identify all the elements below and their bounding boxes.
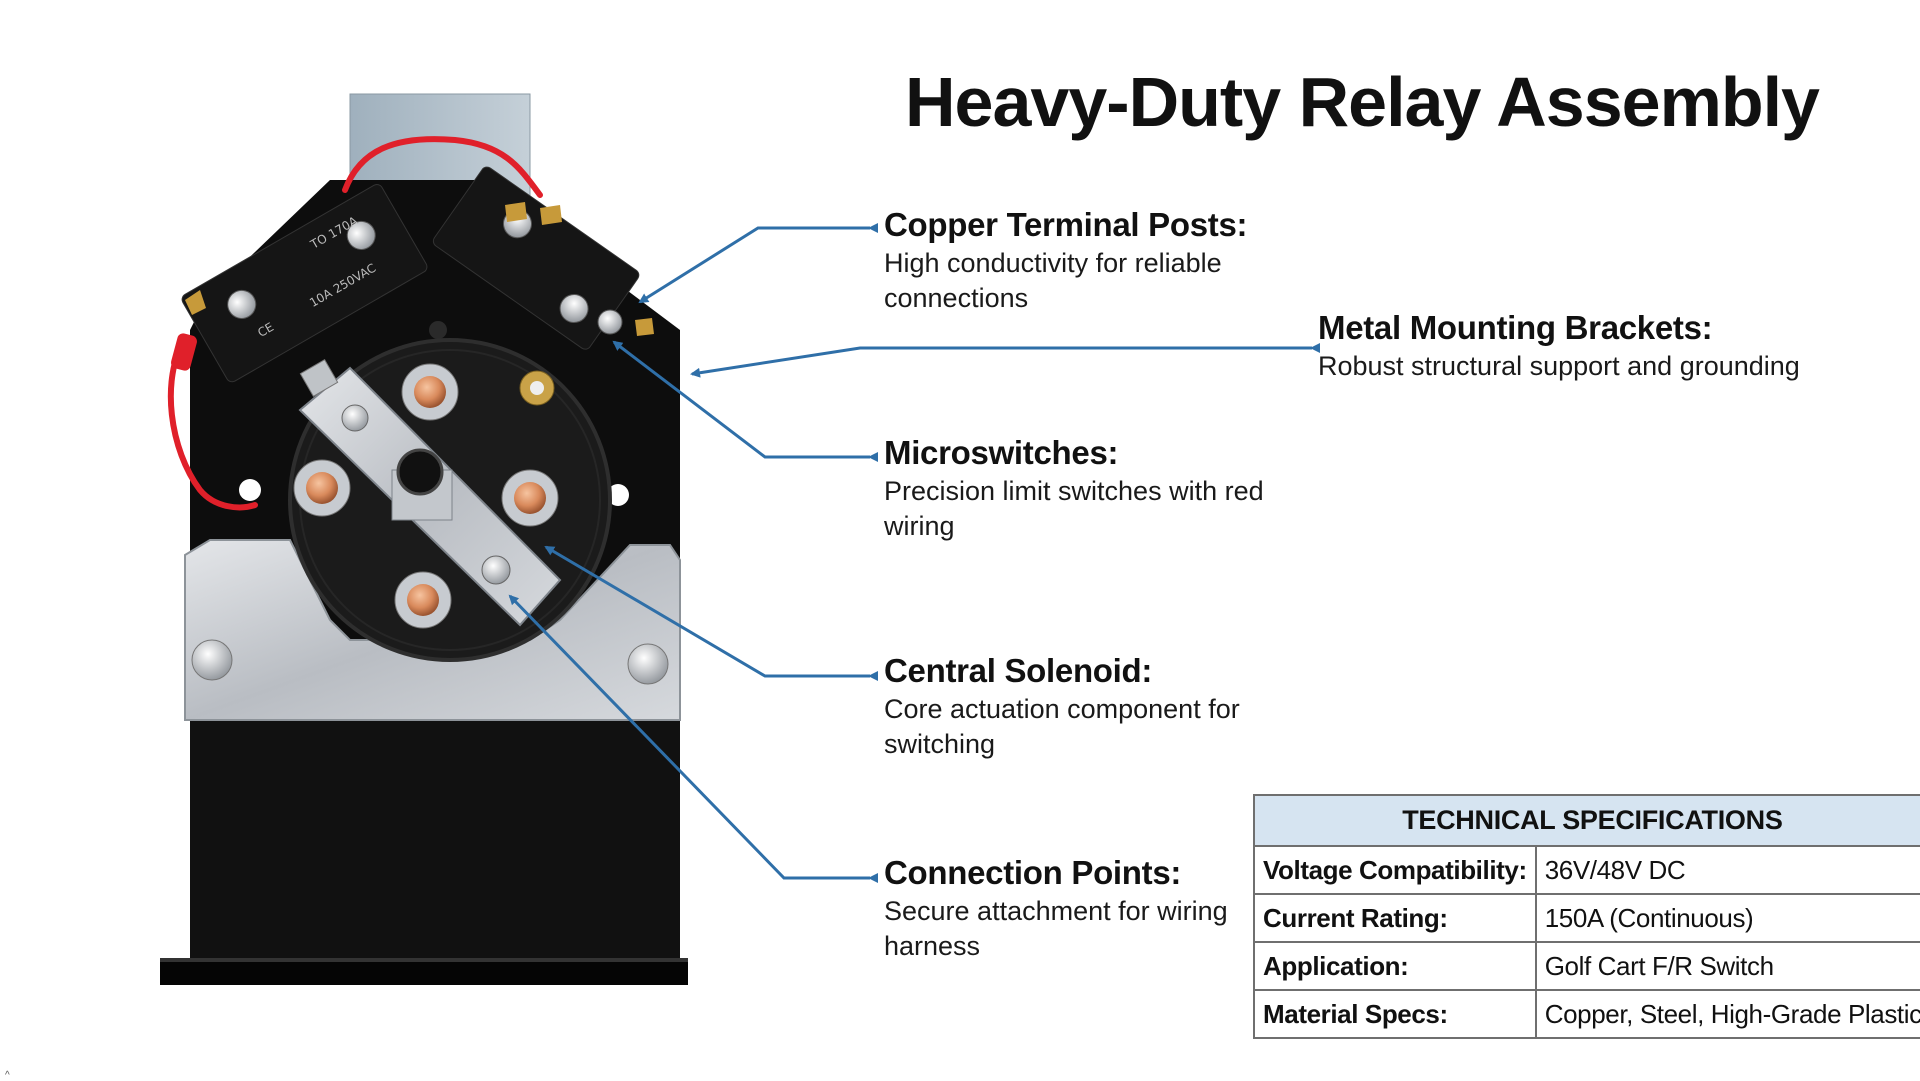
- table-row: Voltage Compatibility: 36V/48V DC: [1253, 845, 1920, 895]
- copper-terminal-posts: [293, 363, 559, 629]
- callout-description: Robust structural support and grounding: [1318, 351, 1800, 381]
- callout-description: Core actuation component for switching: [884, 694, 1240, 759]
- connection-point: [481, 555, 511, 585]
- plunger-button: [396, 448, 444, 496]
- callout-title: Microswitches:: [884, 434, 1119, 471]
- callout-description: Secure attachment for wiring harness: [884, 896, 1228, 961]
- red-wire: [167, 335, 258, 511]
- table-row: Current Rating: 150A (Continuous): [1253, 893, 1920, 943]
- callout-title: Connection Points:: [884, 854, 1182, 891]
- callout-description: Precision limit switches with red wiring: [884, 476, 1264, 541]
- spec-value: Copper, Steel, High-Grade Plastic: [1534, 989, 1920, 1039]
- arrow-brackets: [690, 343, 1320, 378]
- connection-point: [341, 404, 369, 432]
- table-row: Application: Golf Cart F/R Switch: [1253, 941, 1920, 991]
- page-title: Heavy-Duty Relay Assembly: [905, 63, 1820, 141]
- caret-icon: ^: [5, 1070, 10, 1081]
- callout-connection-points: Connection Points: Secure attachment for…: [884, 854, 1314, 964]
- callout-title: Metal Mounting Brackets:: [1318, 309, 1713, 346]
- callout-title: Central Solenoid:: [884, 652, 1153, 689]
- spec-value: 36V/48V DC: [1534, 845, 1920, 895]
- technical-specifications-table: TECHNICAL SPECIFICATIONS Voltage Compati…: [1253, 794, 1920, 1039]
- callout-copper-terminal-posts: Copper Terminal Posts: High conductivity…: [884, 206, 1314, 316]
- spec-label: Material Specs:: [1253, 989, 1537, 1039]
- arrow-microswitch: [612, 340, 878, 462]
- callout-arrows: [508, 223, 1320, 883]
- arrow-connection: [508, 594, 878, 883]
- spec-value: 150A (Continuous): [1534, 893, 1920, 943]
- spec-label: Application:: [1253, 941, 1537, 991]
- spec-value: Golf Cart F/R Switch: [1534, 941, 1920, 991]
- table-header: TECHNICAL SPECIFICATIONS: [1253, 794, 1920, 847]
- bottom-foot: [160, 960, 688, 985]
- bracket-bolt: [191, 639, 233, 681]
- callout-microswitches: Microswitches: Precision limit switches …: [884, 434, 1314, 544]
- left-microswitch: 10A 250VAC CE TO 170A: [181, 184, 428, 383]
- red-wire: [342, 136, 543, 198]
- callout-description: High conductivity for reliable connectio…: [884, 248, 1222, 313]
- callout-metal-mounting-brackets: Metal Mounting Brackets: Robust structur…: [1318, 309, 1878, 384]
- bracket-bolt: [627, 643, 669, 685]
- spec-label: Voltage Compatibility:: [1253, 845, 1537, 895]
- arrow-copper: [638, 223, 878, 304]
- spec-label: Current Rating:: [1253, 893, 1537, 943]
- switch-label: CE: [255, 320, 276, 340]
- callout-central-solenoid: Central Solenoid: Core actuation compone…: [884, 652, 1314, 762]
- table-row: Material Specs: Copper, Steel, High-Grad…: [1253, 989, 1920, 1039]
- callout-title: Copper Terminal Posts:: [884, 206, 1248, 243]
